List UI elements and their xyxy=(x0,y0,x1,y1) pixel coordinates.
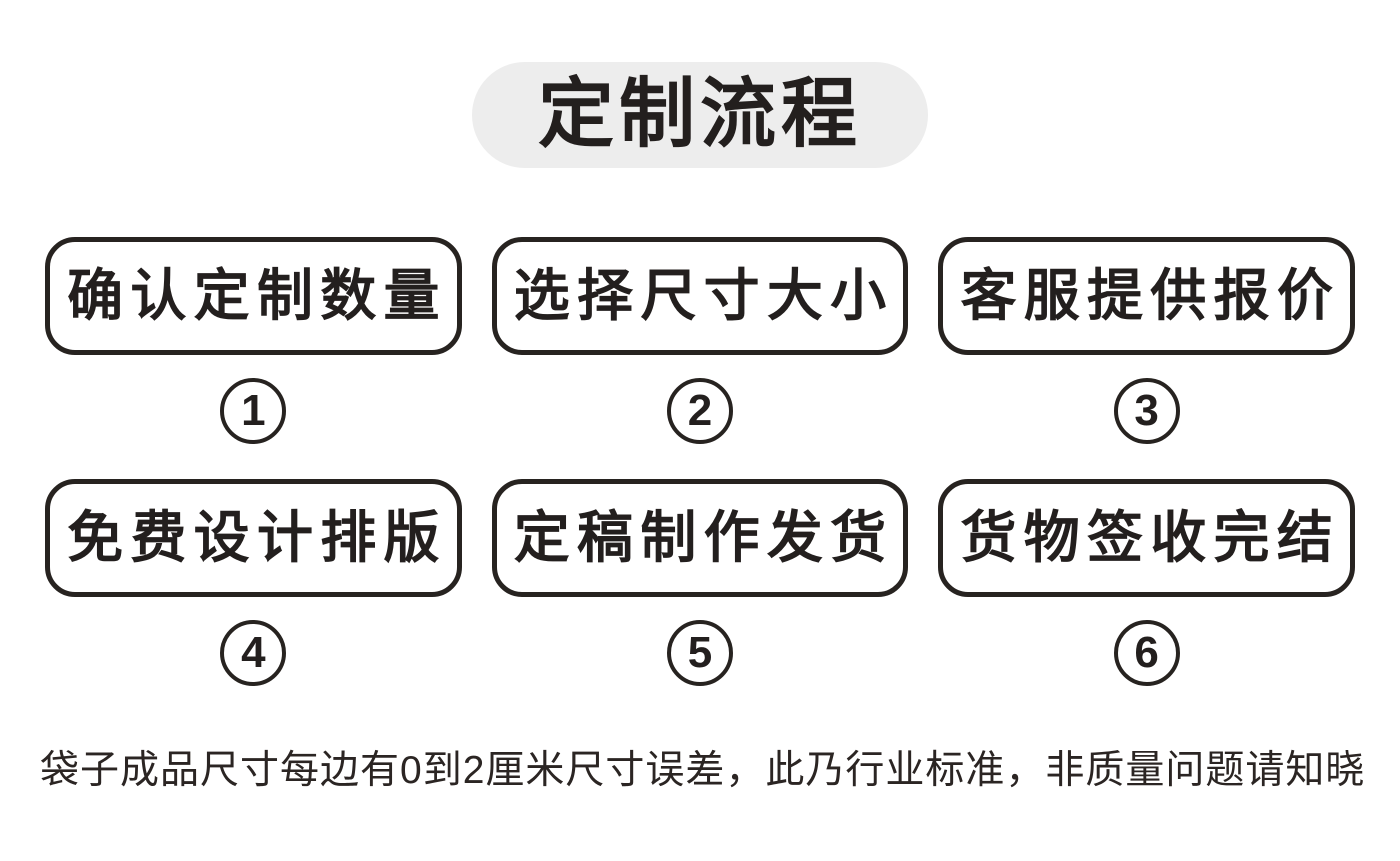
step-3-number-badge: 3 xyxy=(1113,378,1180,444)
step-4-number-badge: 4 xyxy=(220,620,287,686)
step-5-number: 5 xyxy=(687,628,713,677)
step-5: 定稿制作发货 5 xyxy=(491,479,909,686)
step-2: 选择尺寸大小 2 xyxy=(491,237,909,444)
footnote: 袋子成品尺寸每边有0到2厘米尺寸误差，此乃行业标准，非质量问题请知晓 xyxy=(0,749,1400,793)
step-6-box: 货物签收完结 xyxy=(938,479,1355,597)
step-5-number-badge: 5 xyxy=(666,620,733,686)
step-2-box: 选择尺寸大小 xyxy=(491,237,909,355)
footnote-text: 袋子成品尺寸每边有0到2厘米尺寸误差，此乃行业标准，非质量问题请知晓 xyxy=(40,749,1366,792)
step-1-label: 确认定制数量 xyxy=(67,264,447,327)
step-4-number: 4 xyxy=(241,628,266,677)
title-pill: 定制流程 xyxy=(472,62,928,168)
step-3-box: 客服提供报价 xyxy=(938,237,1355,355)
step-4-box: 免费设计排版 xyxy=(45,479,462,597)
step-5-box: 定稿制作发货 xyxy=(491,479,909,597)
step-4: 免费设计排版 4 xyxy=(45,479,462,686)
step-5-label: 定稿制作发货 xyxy=(513,506,894,569)
step-1-box: 确认定制数量 xyxy=(45,237,462,355)
step-2-number-badge: 2 xyxy=(666,378,733,444)
step-6: 货物签收完结 6 xyxy=(938,479,1355,686)
step-2-number: 2 xyxy=(687,386,713,435)
step-3-label: 客服提供报价 xyxy=(960,264,1341,327)
page-title: 定制流程 xyxy=(538,72,862,157)
step-6-label: 货物签收完结 xyxy=(960,506,1341,569)
step-1-number-badge: 1 xyxy=(220,378,287,444)
step-1: 确认定制数量 1 xyxy=(45,237,462,444)
step-1-number: 1 xyxy=(241,386,266,435)
step-6-number: 6 xyxy=(1134,628,1159,677)
process-steps-grid: 确认定制数量 1 选择尺寸大小 2 客服提供报价 3 免费设计排版 xyxy=(45,237,1355,686)
step-6-number-badge: 6 xyxy=(1113,620,1180,686)
step-4-label: 免费设计排版 xyxy=(67,506,447,569)
step-3-number: 3 xyxy=(1134,386,1159,435)
step-3: 客服提供报价 3 xyxy=(938,237,1355,444)
step-2-label: 选择尺寸大小 xyxy=(513,264,894,327)
